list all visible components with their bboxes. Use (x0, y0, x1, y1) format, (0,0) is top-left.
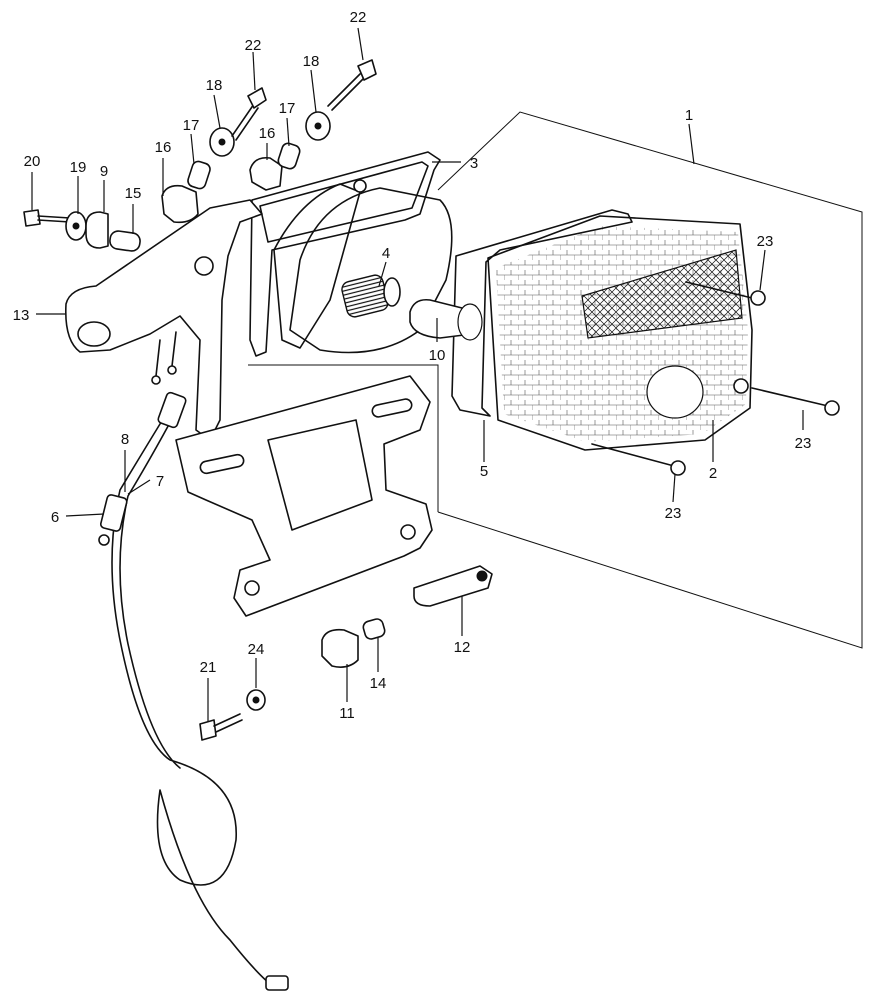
hardware-spacer-15 (109, 230, 141, 252)
callout-16a: 16 (155, 139, 172, 156)
callout-14: 14 (370, 675, 387, 692)
taillight-stay (64, 199, 263, 441)
callout-23b: 23 (795, 435, 812, 452)
hardware-collar-17b (277, 142, 301, 170)
hardware-bolt-20 (23, 209, 71, 227)
hardware-collar-9 (85, 211, 109, 249)
callout-22a: 22 (245, 37, 262, 54)
hardware-screw-23a (685, 281, 766, 306)
callout-16b: 16 (259, 125, 276, 142)
callout-19: 19 (70, 159, 87, 176)
callout-23c: 23 (665, 505, 682, 522)
taillight-lens (487, 215, 753, 451)
callout-18a: 18 (206, 77, 223, 94)
hardware-collar-17a (187, 160, 211, 190)
callout-22b: 22 (350, 9, 367, 26)
leader-lines (31, 27, 804, 722)
callout-8: 8 (121, 431, 129, 448)
callout-15: 15 (125, 185, 142, 202)
assembly-frame (248, 111, 863, 649)
callout-18b: 18 (303, 53, 320, 70)
callout-6: 6 (51, 509, 59, 526)
callout-9: 9 (100, 163, 108, 180)
callout-4: 4 (382, 245, 390, 262)
hardware-grommet-11 (321, 628, 359, 668)
callout-1: 1 (685, 107, 693, 124)
callout-12: 12 (454, 639, 471, 656)
hardware-cushion-16b (249, 156, 283, 191)
hardware-collar-14 (362, 618, 386, 640)
callout-23a: 23 (757, 233, 774, 250)
callout-11: 11 (339, 705, 355, 722)
wire-harness (98, 391, 289, 991)
callout-20: 20 (24, 153, 41, 170)
hardware-washer-18a (209, 127, 235, 157)
hardware-bolt-21 (199, 713, 243, 741)
callout-21: 21 (200, 659, 217, 676)
callout-2: 2 (709, 465, 717, 482)
hardware-socket-12 (413, 565, 493, 607)
license-plate-bracket (175, 375, 433, 617)
housing-gasket (249, 151, 441, 357)
callout-5: 5 (480, 463, 488, 480)
hardware-screw-23c (591, 443, 686, 476)
hardware-bolt-22b (327, 59, 377, 111)
hardware-washer-19 (65, 211, 87, 241)
callout-13: 13 (13, 307, 30, 324)
callout-10: 10 (429, 347, 446, 364)
bulb (409, 298, 483, 341)
callout-17a: 17 (183, 117, 200, 134)
hardware-washer-24 (246, 689, 266, 711)
callout-24: 24 (248, 641, 265, 658)
hardware-screw-23b (751, 387, 840, 416)
callout-17b: 17 (279, 100, 296, 117)
lens-gasket (451, 209, 633, 417)
callout-labels: 1 2 3 4 5 6 7 8 9 10 11 12 13 14 15 16 1… (13, 9, 812, 722)
hardware-cushion-16a (161, 184, 199, 224)
callout-3: 3 (470, 155, 478, 172)
callout-7: 7 (156, 473, 164, 490)
hardware-washer-18b (305, 111, 331, 141)
hardware-bolt-22a (231, 87, 267, 141)
